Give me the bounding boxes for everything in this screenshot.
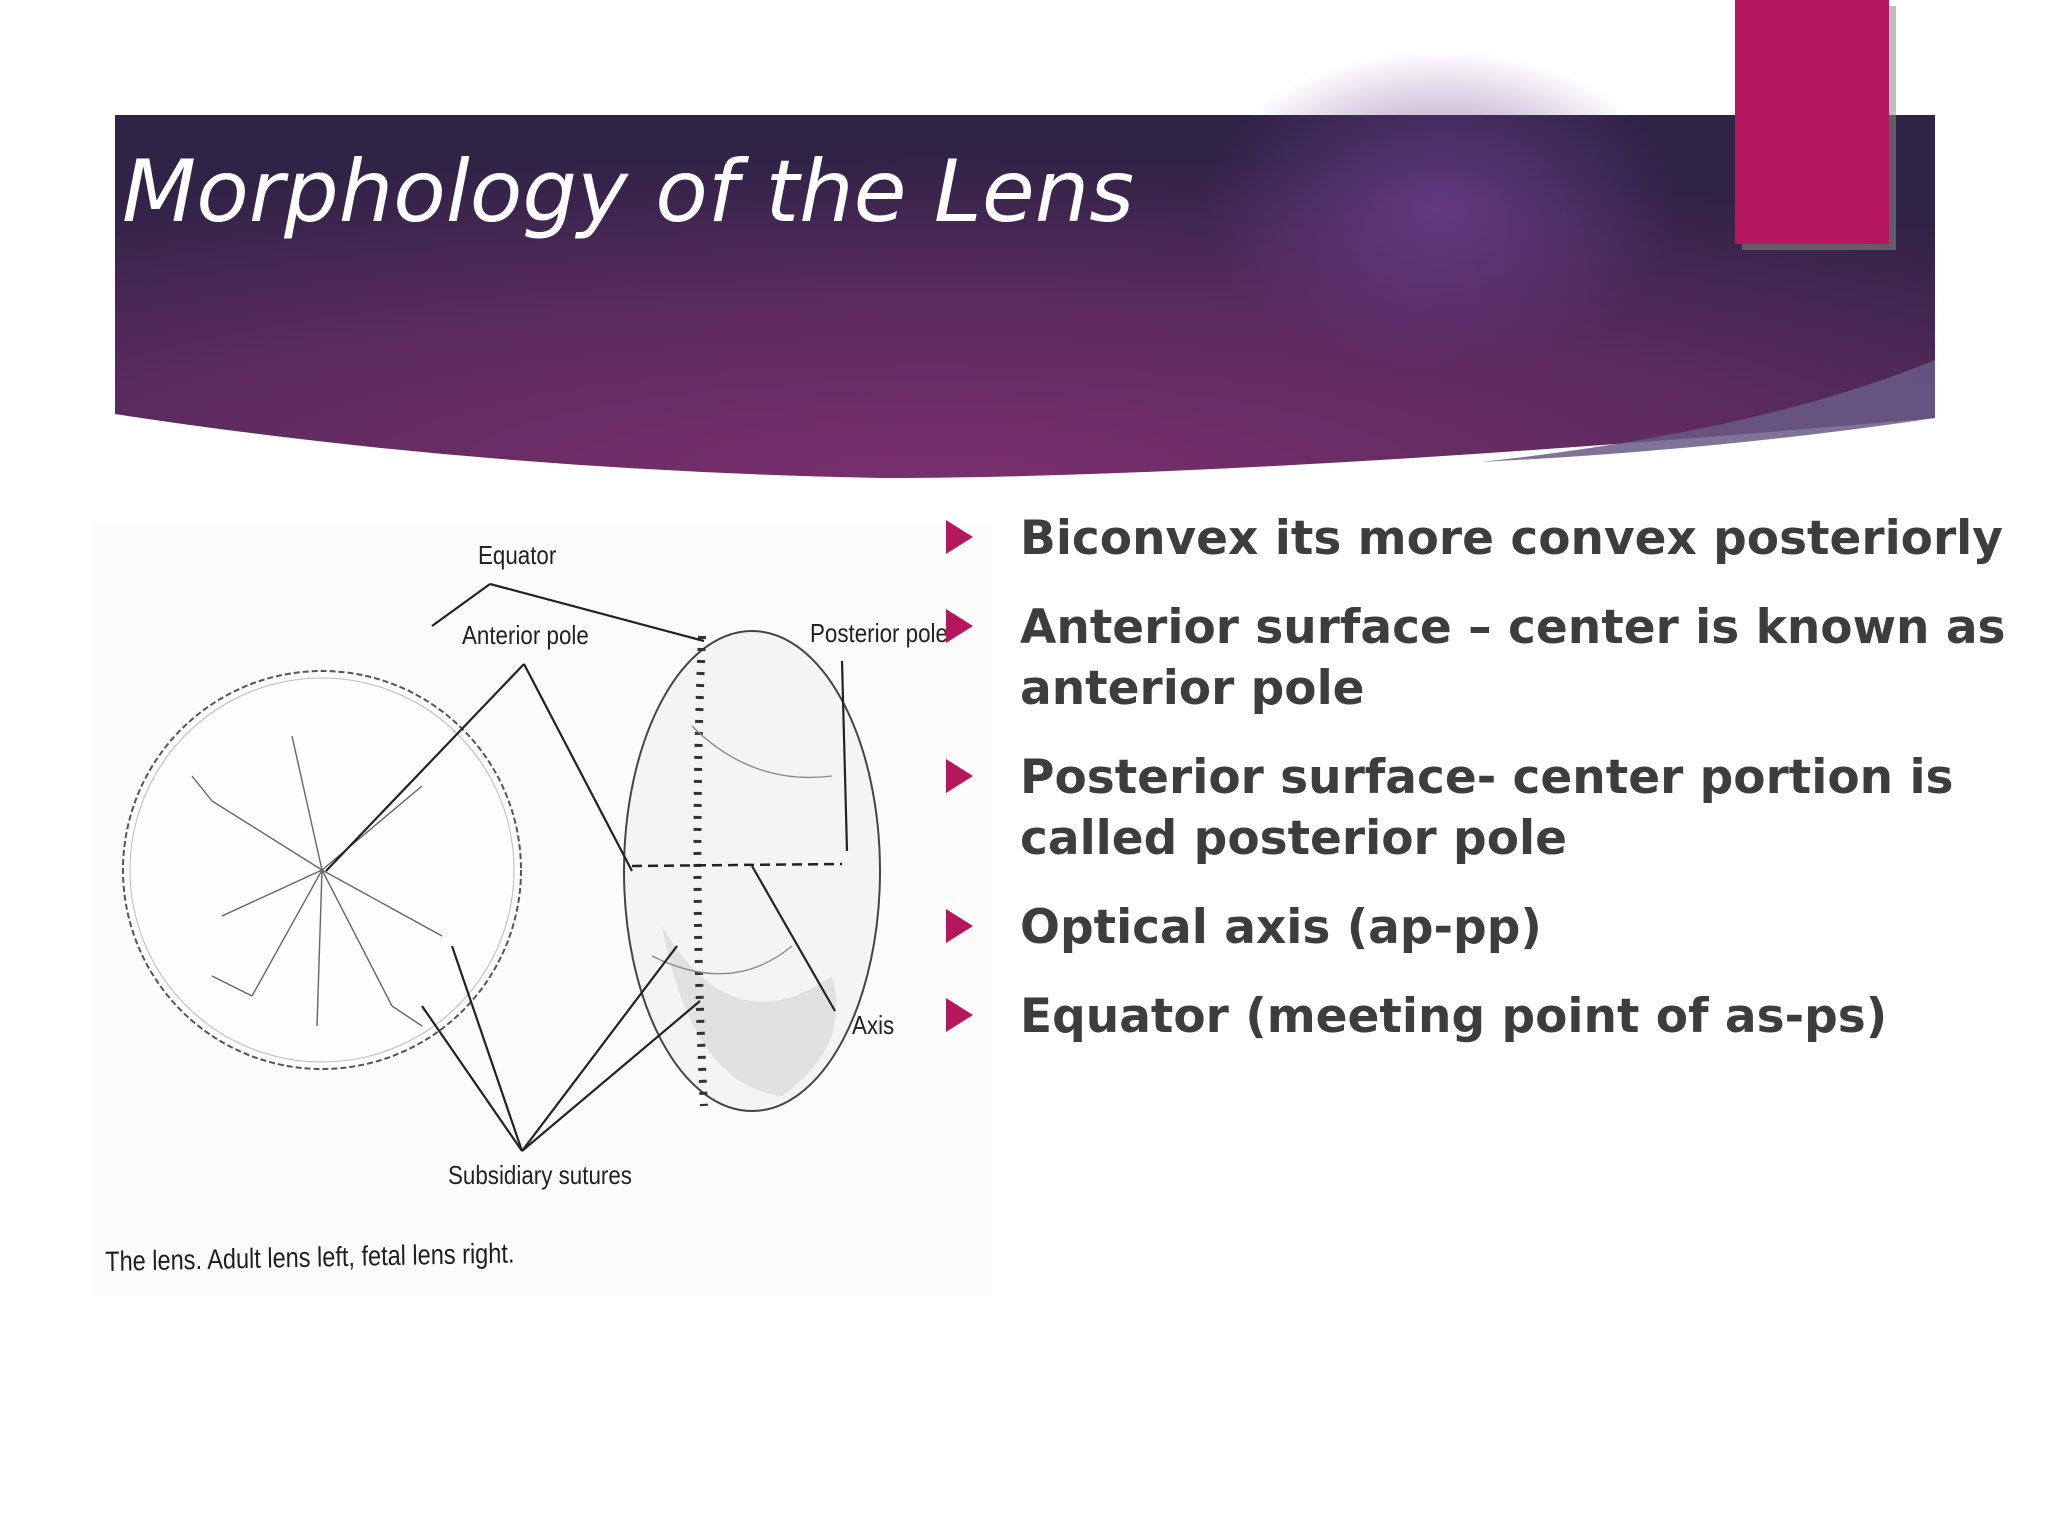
anterior-pole-label: Anterior pole xyxy=(462,620,589,650)
bullet-list: Biconvex its more convex posteriorly Ant… xyxy=(942,508,2032,1075)
bullet-item: Posterior surface- center portion is cal… xyxy=(942,747,2032,869)
posterior-pole-label: Posterior pole xyxy=(810,618,948,648)
leader-lines xyxy=(325,582,849,1152)
lens-figure: Equator Anterior pole Posterior pole Axi… xyxy=(92,526,992,1296)
triangle-right-icon xyxy=(946,609,973,643)
fetal-lens-drawing xyxy=(623,630,881,1112)
bullet-item: Biconvex its more convex posteriorly xyxy=(942,508,2032,569)
bullet-text: Optical axis (ap-pp) xyxy=(1020,900,1542,955)
triangle-right-icon xyxy=(946,759,973,793)
bullet-text: Anterior surface – center is known as an… xyxy=(1020,600,2006,716)
accent-tab xyxy=(1735,0,1889,244)
bullet-text: Posterior surface- center portion is cal… xyxy=(1020,750,1954,866)
bullet-item: Optical axis (ap-pp) xyxy=(942,897,2032,958)
axis-label: Axis xyxy=(852,1010,895,1040)
bullet-item: Equator (meeting point of as-ps) xyxy=(942,986,2032,1047)
bullet-text: Biconvex its more convex posteriorly xyxy=(1020,511,2003,566)
title-banner xyxy=(115,50,1935,478)
bullet-text: Equator (meeting point of as-ps) xyxy=(1020,989,1888,1044)
equator-label: Equator xyxy=(478,540,557,570)
bullet-item: Anterior surface – center is known as an… xyxy=(942,597,2032,719)
triangle-right-icon xyxy=(946,520,973,554)
triangle-right-icon xyxy=(946,998,973,1032)
triangle-right-icon xyxy=(946,909,973,943)
slide-title: Morphology of the Lens xyxy=(122,142,1135,242)
subsidiary-sutures-label: Subsidiary sutures xyxy=(448,1160,632,1190)
